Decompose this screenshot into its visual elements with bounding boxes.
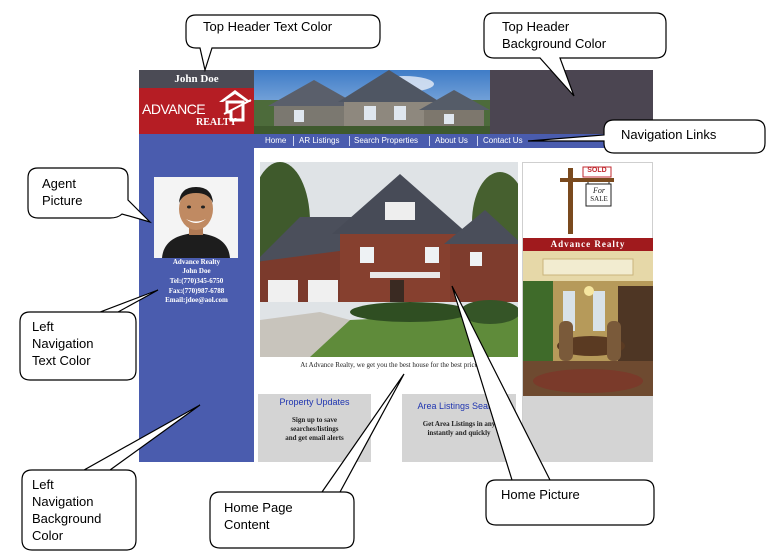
area-listings-title[interactable]: Area Listings Search [417, 401, 501, 411]
logo-word-advance: ADVANCE [142, 101, 206, 117]
advance-realty-logo[interactable] [139, 88, 254, 134]
nav-link-ar-listings[interactable]: AR Listings [299, 136, 340, 145]
nav-link-search-properties[interactable]: Search Properties [354, 136, 419, 145]
callout-bubble-agent-picture [27, 167, 153, 224]
left-nav-email[interactable]: Email:jdoe@aol.com [165, 296, 228, 304]
nav-link-home[interactable]: Home [265, 136, 287, 145]
callout-bubble-top-header-bg [483, 12, 667, 97]
property-updates-box[interactable]: Property Updates Sign up to save searche… [258, 394, 371, 462]
callout-home-page-content-line-2: Content [224, 517, 270, 532]
home-picture [260, 162, 518, 357]
callout-bubble-top-header-text [185, 14, 381, 73]
callout-left-nav-text-line-1: Left [32, 319, 54, 334]
sign-sale-text: SALE [590, 195, 608, 203]
nav-separator [349, 136, 350, 146]
left-nav-top-strip [139, 134, 254, 148]
area-listings-line-2: instantly and quickly [427, 429, 491, 437]
property-updates-line-1: Sign up to save [292, 416, 337, 424]
nav-separator [477, 136, 478, 146]
logo-word-realty: REALTY [196, 117, 237, 128]
nav-separator [429, 136, 430, 146]
callout-bubble-navigation-links [527, 119, 766, 154]
logo-house-icon [219, 90, 252, 122]
callout-top-header-bg-line-1: Top Header [502, 19, 570, 34]
callout-left-nav-text-line-2: Navigation [32, 336, 94, 351]
home-page-tagline: At Advance Realty, we get you the best h… [300, 361, 478, 369]
callout-home-picture: Home Picture [501, 487, 580, 502]
callout-agent-picture-line-1: Agent [42, 176, 76, 191]
sign-for-text: For [593, 186, 605, 195]
left-nav-phone: Tel:(770)345-6750 [169, 277, 224, 285]
nav-separator [293, 136, 294, 146]
nav-link-about-us[interactable]: About Us [435, 136, 468, 145]
callout-agent-picture-line-2: Picture [42, 193, 83, 208]
callout-left-nav-bg-line-1: Left [32, 477, 54, 492]
property-updates-title[interactable]: Property Updates [279, 397, 350, 407]
navigation-bar: Home AR Listings Search Properties About… [254, 134, 653, 148]
callout-top-header-bg-line-2: Background Color [502, 36, 607, 51]
callout-bubble-home-page-content [209, 373, 405, 549]
callout-bubble-left-nav-bg [21, 404, 201, 551]
callout-left-nav-bg-line-4: Color [32, 528, 64, 543]
callout-bubble-home-picture [451, 285, 655, 526]
property-updates-line-2: searches/listings [290, 425, 339, 433]
interior-dining-photo [523, 251, 653, 396]
header-house-photo [254, 70, 490, 134]
left-nav-fax: Fax:(770)987-6788 [168, 287, 225, 295]
callout-home-page-content-line-1: Home Page [224, 500, 293, 515]
callout-left-nav-bg-line-3: Background [32, 511, 102, 526]
right-column-gray-area [523, 396, 653, 462]
callout-left-nav-text-line-3: Text Color [32, 353, 91, 368]
callout-left-nav-bg-line-2: Navigation [32, 494, 94, 509]
area-listings-line-1: Get Area Listings in any [422, 420, 496, 428]
top-header-agent-name: John Doe [139, 70, 254, 88]
callout-top-header-text-color: Top Header Text Color [203, 19, 333, 34]
agent-picture [154, 177, 238, 258]
nav-link-contact-us[interactable]: Contact Us [483, 136, 523, 145]
callout-bubble-left-nav-text [19, 289, 159, 381]
sign-sold-text: SOLD [587, 167, 607, 174]
left-nav-agent-name: John Doe [182, 267, 211, 275]
callout-navigation-links: Navigation Links [621, 127, 717, 142]
property-updates-line-3: and get email alerts [285, 434, 344, 442]
right-column-banner: Advance Realty [523, 238, 653, 251]
sold-sign-icon: SOLD For SALE [556, 164, 618, 234]
left-nav-company: Advance Realty [172, 258, 221, 266]
